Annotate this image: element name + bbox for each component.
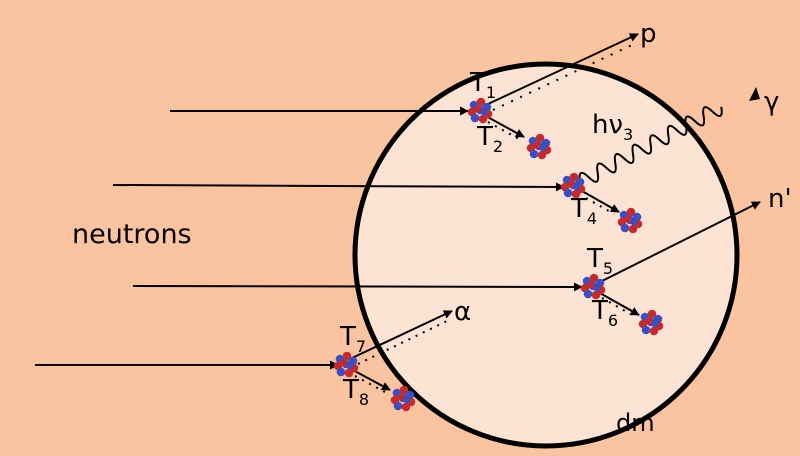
gamma-label: γ <box>764 87 779 117</box>
recoil-track-2 <box>581 190 620 213</box>
t7-label: T7 <box>339 322 366 356</box>
proton-label: p <box>640 19 657 49</box>
detector-medium-circle <box>352 61 740 449</box>
neutron-arrow-2 <box>112 182 565 192</box>
scattered-neutron-track <box>597 201 761 284</box>
neutron-arrow-3 <box>132 282 583 292</box>
recoil-dots-4 <box>354 375 386 393</box>
t4-label: T4 <box>570 194 597 228</box>
t2-label: T2 <box>476 122 503 156</box>
photon-energy-label: hν3 <box>592 110 633 144</box>
recoil-track-1 <box>483 114 525 138</box>
proton-track <box>487 33 639 105</box>
alpha-label: α <box>454 297 471 327</box>
neutrons-label: neutrons <box>72 219 192 250</box>
gamma-wave <box>578 106 723 183</box>
t1-label: T1 <box>469 68 496 102</box>
alpha-track <box>351 310 453 359</box>
alpha-ionization-dots <box>357 320 448 365</box>
recoil-dots-1 <box>487 121 520 140</box>
scattered-neutron-label: n' <box>768 184 792 214</box>
t8-label: T8 <box>342 375 369 409</box>
recoil-track-3 <box>597 291 640 316</box>
t6-label: T6 <box>591 296 618 330</box>
t5-label: T5 <box>586 244 613 278</box>
dm-label: dm <box>616 409 655 437</box>
target-nucleus-4 <box>333 351 359 378</box>
recoil-dots-2 <box>585 197 615 215</box>
gamma-arrowhead <box>749 87 760 101</box>
recoil-track-4 <box>350 368 391 391</box>
